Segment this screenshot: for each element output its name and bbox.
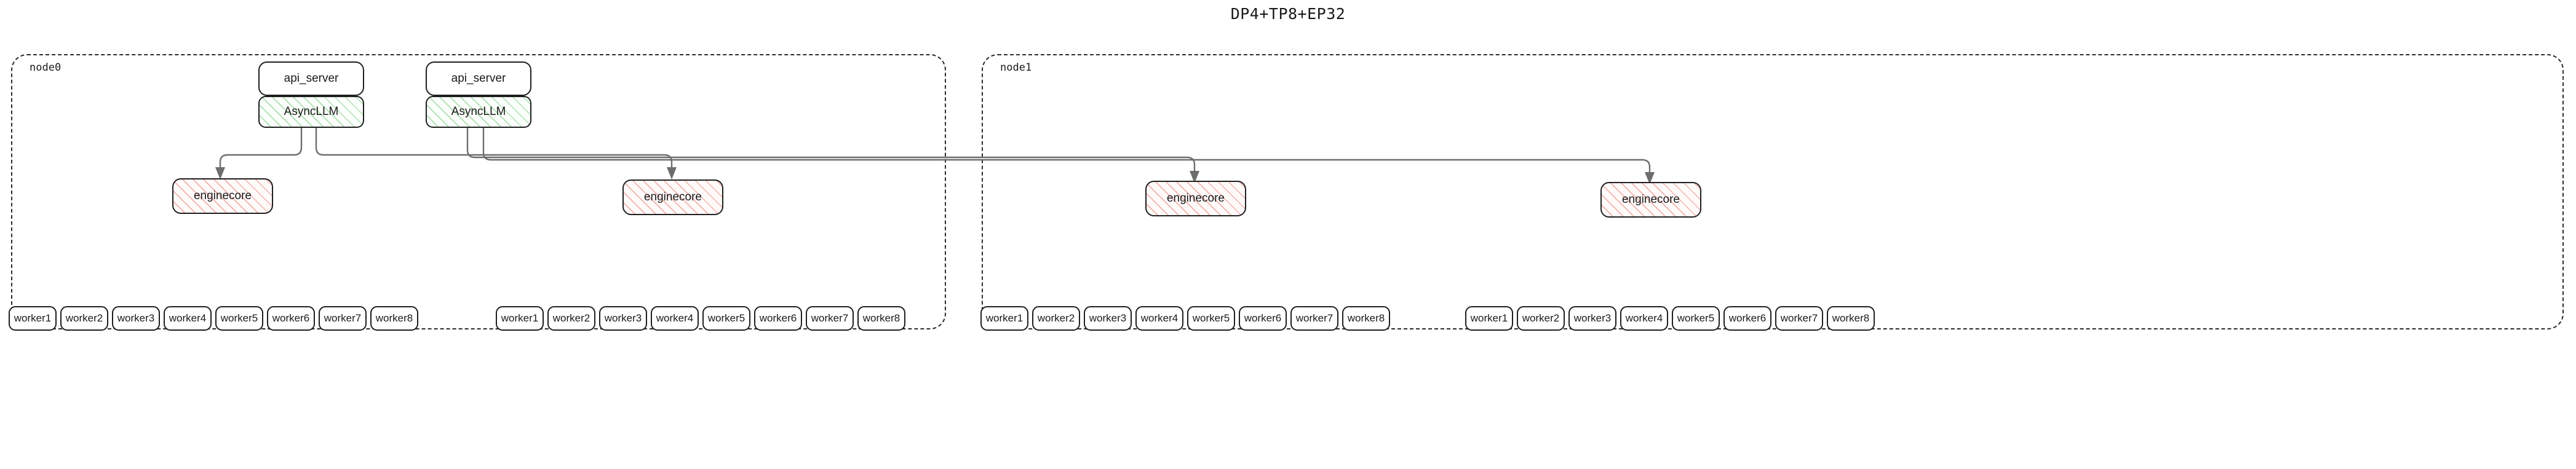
worker-box-g0-w2[interactable]: worker2 — [60, 306, 108, 331]
enginecore-box-2[interactable]: enginecore — [1145, 181, 1246, 216]
worker-box-g1-w4[interactable]: worker4 — [651, 306, 699, 331]
worker-box-g3-w3[interactable]: worker3 — [1568, 306, 1616, 331]
worker-box-g2-w8[interactable]: worker8 — [1342, 306, 1390, 331]
worker-box-g2-w2[interactable]: worker2 — [1032, 306, 1080, 331]
worker-box-g2-w1[interactable]: worker1 — [980, 306, 1028, 331]
worker-box-g2-w7[interactable]: worker7 — [1290, 306, 1338, 331]
worker-box-g3-w4[interactable]: worker4 — [1620, 306, 1668, 331]
worker-box-g2-w5[interactable]: worker5 — [1187, 306, 1235, 331]
node-label-node1: node1 — [1000, 61, 1032, 74]
async-llm-box-0[interactable]: AsyncLLM — [258, 96, 364, 128]
node-label-node0: node0 — [30, 61, 62, 74]
worker-box-g0-w4[interactable]: worker4 — [164, 306, 212, 331]
worker-box-g3-w7[interactable]: worker7 — [1775, 306, 1823, 331]
worker-box-g3-w5[interactable]: worker5 — [1672, 306, 1720, 331]
worker-box-g0-w6[interactable]: worker6 — [267, 306, 315, 331]
worker-box-g1-w2[interactable]: worker2 — [547, 306, 595, 331]
worker-box-g3-w8[interactable]: worker8 — [1827, 306, 1875, 331]
worker-box-g2-w6[interactable]: worker6 — [1239, 306, 1287, 331]
worker-box-g1-w5[interactable]: worker5 — [702, 306, 750, 331]
worker-box-g0-w1[interactable]: worker1 — [9, 306, 57, 331]
node-container-node0 — [11, 54, 946, 329]
worker-box-g0-w7[interactable]: worker7 — [319, 306, 367, 331]
worker-box-g0-w8[interactable]: worker8 — [370, 306, 418, 331]
worker-box-g2-w4[interactable]: worker4 — [1135, 306, 1183, 331]
diagram-title: DP4+TP8+EP32 — [1230, 5, 1346, 23]
enginecore-box-3[interactable]: enginecore — [1600, 182, 1701, 218]
worker-box-g1-w8[interactable]: worker8 — [857, 306, 905, 331]
worker-box-g3-w6[interactable]: worker6 — [1723, 306, 1771, 331]
node-container-node1 — [982, 54, 2564, 329]
worker-box-g1-w1[interactable]: worker1 — [496, 306, 544, 331]
async-llm-box-1[interactable]: AsyncLLM — [426, 96, 531, 128]
api-server-box-0[interactable]: api_server — [258, 61, 364, 96]
worker-box-g2-w3[interactable]: worker3 — [1084, 306, 1132, 331]
worker-box-g1-w6[interactable]: worker6 — [754, 306, 802, 331]
enginecore-box-1[interactable]: enginecore — [622, 179, 723, 215]
api-server-box-1[interactable]: api_server — [426, 61, 531, 96]
worker-box-g1-w7[interactable]: worker7 — [806, 306, 854, 331]
worker-box-g3-w2[interactable]: worker2 — [1517, 306, 1565, 331]
worker-box-g0-w5[interactable]: worker5 — [215, 306, 263, 331]
worker-box-g3-w1[interactable]: worker1 — [1465, 306, 1513, 331]
enginecore-box-0[interactable]: enginecore — [172, 178, 273, 214]
worker-box-g0-w3[interactable]: worker3 — [112, 306, 160, 331]
worker-box-g1-w3[interactable]: worker3 — [599, 306, 647, 331]
